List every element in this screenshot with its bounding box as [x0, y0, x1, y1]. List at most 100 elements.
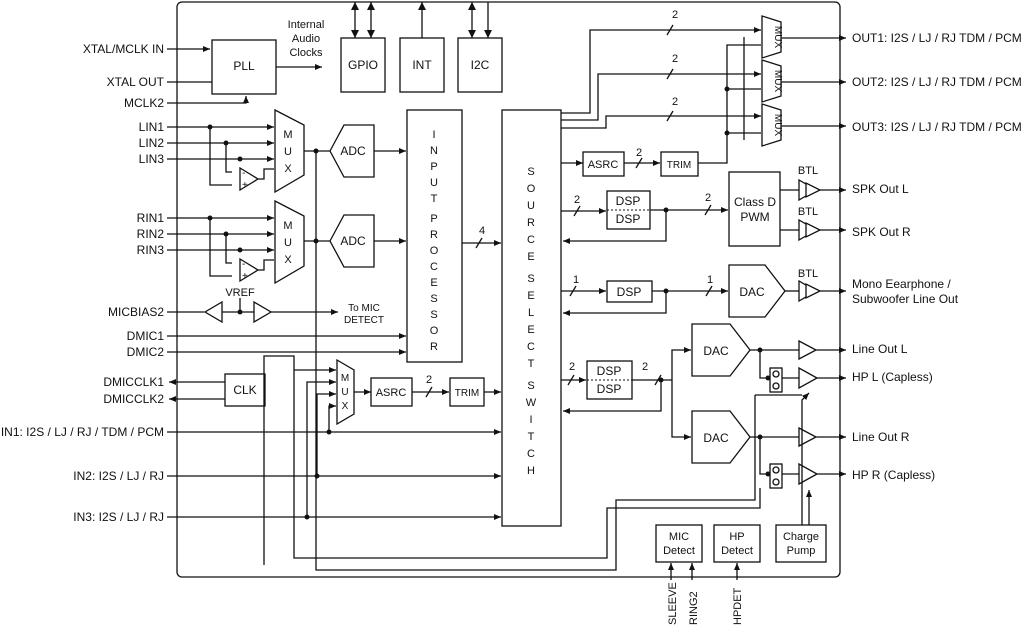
svg-text:+: +: [242, 180, 248, 191]
line-out-l-amp: [798, 339, 818, 361]
pin-dmic1: DMIC1: [127, 329, 165, 343]
vref-label: VREF: [225, 287, 255, 299]
internal-clocks-line3: Clocks: [289, 47, 323, 59]
hp-l-amp: [798, 366, 819, 390]
svg-text:DAC: DAC: [703, 344, 729, 358]
svg-text:E: E: [527, 251, 534, 263]
svg-text:S: S: [527, 166, 534, 178]
svg-text:TRIM: TRIM: [667, 160, 691, 171]
svg-text:U: U: [430, 177, 438, 189]
pin-spk-out-r: SPK Out R: [852, 225, 911, 239]
svg-text:-: -: [242, 259, 245, 270]
out3-mux: [761, 103, 782, 147]
svg-text:2: 2: [705, 192, 711, 204]
pin-in3: IN3: I2S / LJ / RJ: [73, 510, 164, 524]
pin-line-out-l: Line Out L: [852, 342, 908, 356]
pin-xtal-out: XTAL OUT: [107, 75, 165, 89]
svg-text:2: 2: [574, 194, 580, 206]
digital-output-section: 2 2 2 MUX MUX MUX ASRC 2 TRIM: [561, 9, 846, 177]
svg-text:To MIC: To MIC: [348, 303, 380, 314]
digital-input-mux: [336, 358, 355, 426]
pin-dmicclk2: DMICCLK2: [103, 392, 164, 406]
svg-text:DSP: DSP: [597, 382, 622, 396]
svg-text:Pump: Pump: [787, 545, 816, 557]
i2c-label: I2C: [471, 58, 490, 72]
svg-text:T: T: [528, 358, 535, 370]
internal-clocks-line1: Internal: [288, 19, 325, 31]
svg-text:ASRC: ASRC: [376, 387, 407, 399]
svg-text:O: O: [430, 325, 439, 337]
hp-detect-block: [713, 524, 761, 563]
svg-text:DSP: DSP: [616, 212, 641, 226]
pin-line-out-r: Line Out R: [852, 430, 910, 444]
digital-input-chain: M U X ASRC 2 TRIM: [336, 358, 501, 426]
pin-ring2: RING2: [688, 591, 700, 625]
svg-text:M: M: [283, 129, 292, 141]
svg-text:U: U: [284, 237, 292, 249]
pin-subwoofer: Subwoofer Line Out: [852, 292, 959, 306]
charge-pump-block: [775, 524, 827, 563]
mono-dac: [728, 264, 786, 318]
int-block: [399, 37, 445, 93]
pll-label: PLL: [233, 59, 255, 73]
svg-text:Detect: Detect: [663, 545, 695, 557]
pin-sleeve: SLEEVE: [667, 582, 679, 625]
svg-text:2: 2: [426, 374, 432, 386]
svg-text:P: P: [430, 161, 437, 173]
svg-text:S: S: [527, 273, 534, 285]
svg-text:X: X: [342, 401, 349, 412]
dmic-section: CLK: [167, 333, 406, 407]
output-trim-block: [660, 151, 699, 177]
pin-micbias2: MICBIAS2: [108, 305, 164, 319]
svg-text:E: E: [527, 290, 534, 302]
out2-mux: [761, 59, 782, 103]
svg-text:U: U: [284, 146, 292, 158]
svg-text:DAC: DAC: [739, 285, 765, 299]
pin-rin1: RIN1: [137, 211, 165, 225]
gpio-label: GPIO: [348, 58, 378, 72]
svg-text:C: C: [527, 234, 535, 246]
pin-lin3: LIN3: [139, 152, 165, 166]
svg-text:2: 2: [636, 147, 642, 159]
svg-text:L: L: [528, 307, 534, 319]
vref-section: VREF To MIC DETECT: [167, 287, 384, 326]
svg-text:BTL: BTL: [798, 165, 818, 177]
input-processor-block: [406, 109, 463, 363]
detect-section: MIC Detect HP Detect Charge Pump: [655, 524, 827, 580]
speaker-path: 2 DSP DSP 2 Class D PWM BTL BTL: [561, 165, 846, 247]
svg-text:M: M: [283, 220, 292, 232]
svg-text:T: T: [528, 431, 535, 443]
left-diff-amp: [239, 166, 260, 192]
pin-out3: OUT3: I2S / LJ / RJ TDM / PCM: [852, 120, 1022, 134]
svg-text:C: C: [527, 448, 535, 460]
source-select-block: [501, 109, 562, 527]
out1-mux: [761, 15, 782, 59]
output-asrc-block: [582, 151, 625, 177]
svg-text:C: C: [430, 261, 438, 273]
svg-text:R: R: [430, 341, 438, 353]
svg-text:DSP: DSP: [616, 194, 641, 208]
svg-text:+: +: [242, 271, 248, 282]
pin-spk-out-l: SPK Out L: [852, 182, 909, 196]
svg-text:N: N: [430, 145, 438, 157]
svg-text:1: 1: [573, 274, 579, 286]
hp-l-dac: [691, 323, 751, 377]
pin-mclk2: MCLK2: [124, 96, 164, 110]
mic-detect-block: [655, 524, 703, 563]
pin-out2: OUT2: I2S / LJ / RJ TDM / PCM: [852, 75, 1022, 89]
digital-inputs: [167, 151, 617, 571]
pin-xtal-mclk-in: XTAL/MCLK IN: [83, 42, 164, 56]
pin-in2: IN2: I2S / LJ / RJ: [73, 469, 164, 483]
control-blocks: GPIO INT I2C: [340, 2, 503, 93]
svg-text:R: R: [430, 229, 438, 241]
svg-text:TRIM: TRIM: [455, 388, 479, 399]
svg-text:I: I: [432, 129, 435, 141]
source-select-switch: S O U R C E S E L E C T S W I T C H: [501, 109, 562, 527]
pin-dmicclk1: DMICCLK1: [103, 375, 164, 389]
svg-text:MUX: MUX: [772, 114, 783, 137]
svg-text:Charge: Charge: [783, 531, 819, 543]
input-asrc-block: [370, 377, 413, 407]
svg-text:1: 1: [707, 274, 713, 286]
left-input-mux: [274, 108, 305, 194]
